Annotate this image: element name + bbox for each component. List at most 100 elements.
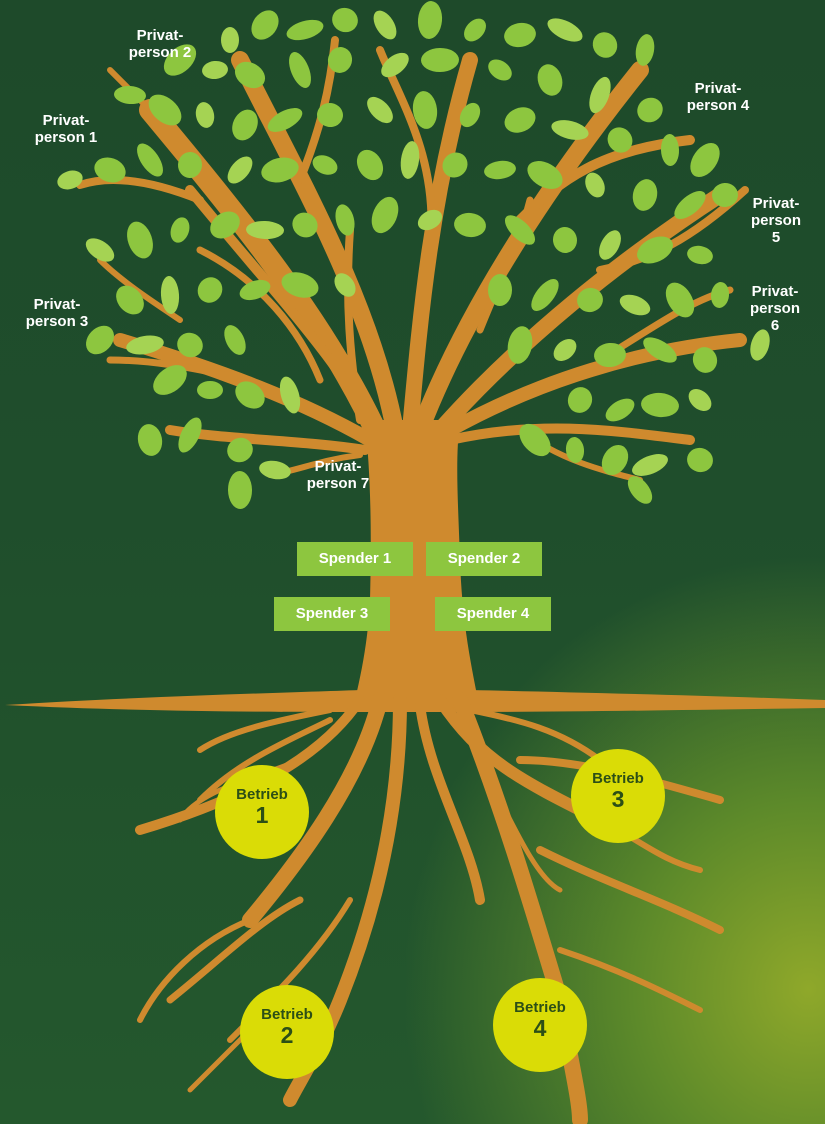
betrieb-4-circle: Betrieb 4 — [493, 978, 587, 1072]
root — [197, 717, 333, 803]
root — [197, 707, 333, 753]
leaf — [632, 454, 668, 476]
leaf — [116, 285, 144, 315]
leaf — [750, 329, 770, 361]
betrieb-2-number: 2 — [280, 1022, 294, 1048]
leaf — [417, 209, 443, 231]
leaf — [454, 212, 486, 238]
leaf — [160, 276, 180, 314]
leaf — [519, 423, 551, 457]
leaf — [484, 160, 516, 180]
private-person-5-label: Privat- person 5 — [750, 195, 802, 246]
private-person-4-label: Privat- person 4 — [686, 80, 750, 114]
branch — [76, 176, 204, 204]
leaf — [665, 282, 695, 318]
branch — [445, 423, 695, 445]
betrieb-2-word: Betrieb — [261, 1006, 313, 1023]
leaf — [692, 347, 718, 373]
leaf — [332, 7, 358, 33]
branch — [344, 226, 364, 424]
spender-1-box: Spender 1 — [297, 542, 413, 576]
leaf — [251, 10, 279, 40]
betrieb-3-word: Betrieb — [592, 770, 644, 787]
betrieb-3-circle: Betrieb 3 — [571, 749, 665, 843]
branch — [402, 52, 478, 438]
leaf — [601, 444, 629, 476]
leaf — [412, 91, 438, 129]
private-person-3-label: Privat- person 3 — [25, 296, 89, 330]
leaf — [239, 279, 271, 301]
leaf — [565, 437, 585, 463]
leaf — [85, 238, 115, 262]
leaf — [527, 161, 563, 189]
leaf — [504, 107, 536, 133]
leaf — [712, 182, 738, 208]
betrieb-1-word: Betrieb — [236, 786, 288, 803]
leaf — [688, 389, 712, 411]
root — [467, 707, 603, 763]
leaf — [464, 18, 486, 42]
leaf — [177, 332, 203, 358]
betrieb-1-circle: Betrieb 1 — [215, 765, 309, 859]
spender-2-box: Spender 2 — [426, 542, 542, 576]
private-person-6-label: Privat- person 6 — [749, 283, 801, 334]
leaf — [674, 190, 706, 220]
leaf — [459, 102, 481, 128]
leaf — [619, 294, 651, 316]
betrieb-4-number: 4 — [533, 1015, 547, 1041]
root — [536, 846, 724, 934]
root — [557, 947, 703, 1013]
leaf — [227, 471, 253, 509]
root — [137, 917, 253, 1023]
leaf — [289, 52, 311, 88]
leaf — [421, 47, 459, 73]
leaf — [163, 44, 197, 76]
leaf — [94, 157, 126, 183]
leaf — [599, 230, 621, 260]
leaf — [57, 170, 83, 190]
leaf — [607, 127, 633, 153]
leaf — [267, 108, 303, 132]
leaf — [637, 97, 663, 123]
leaf — [504, 215, 536, 245]
leaf — [551, 120, 589, 140]
leaf — [400, 141, 420, 179]
betrieb-4-word: Betrieb — [514, 999, 566, 1016]
leaf — [126, 335, 164, 355]
leaf — [335, 204, 355, 236]
leaf — [137, 424, 163, 456]
leaf — [261, 157, 299, 183]
leaf — [660, 134, 680, 166]
leaf — [367, 96, 393, 124]
betrieb-1-number: 1 — [255, 802, 269, 828]
leaf — [547, 18, 583, 42]
root — [452, 692, 588, 1124]
root — [415, 700, 485, 905]
leaf — [417, 1, 443, 39]
leaf — [637, 236, 673, 264]
private-person-1-label: Privat- person 1 — [34, 112, 98, 146]
ground-line — [5, 690, 825, 712]
leaf — [589, 76, 611, 114]
leaf — [373, 10, 397, 40]
leaf — [286, 19, 324, 41]
leaf — [605, 398, 635, 422]
leaf — [246, 220, 284, 240]
leaf — [317, 102, 343, 128]
leaf — [114, 85, 146, 105]
leaf — [531, 279, 559, 311]
leaf — [442, 152, 468, 178]
leaf — [137, 143, 163, 177]
leaf — [197, 277, 223, 303]
root — [497, 797, 563, 893]
leaf — [577, 287, 603, 313]
leaf — [641, 392, 679, 418]
leaf — [710, 282, 730, 308]
leaf — [635, 34, 655, 66]
leaf — [221, 27, 239, 53]
leaf — [381, 52, 409, 78]
leaf — [552, 227, 578, 253]
leaf — [487, 274, 513, 306]
branch — [476, 196, 534, 334]
root — [242, 692, 388, 928]
